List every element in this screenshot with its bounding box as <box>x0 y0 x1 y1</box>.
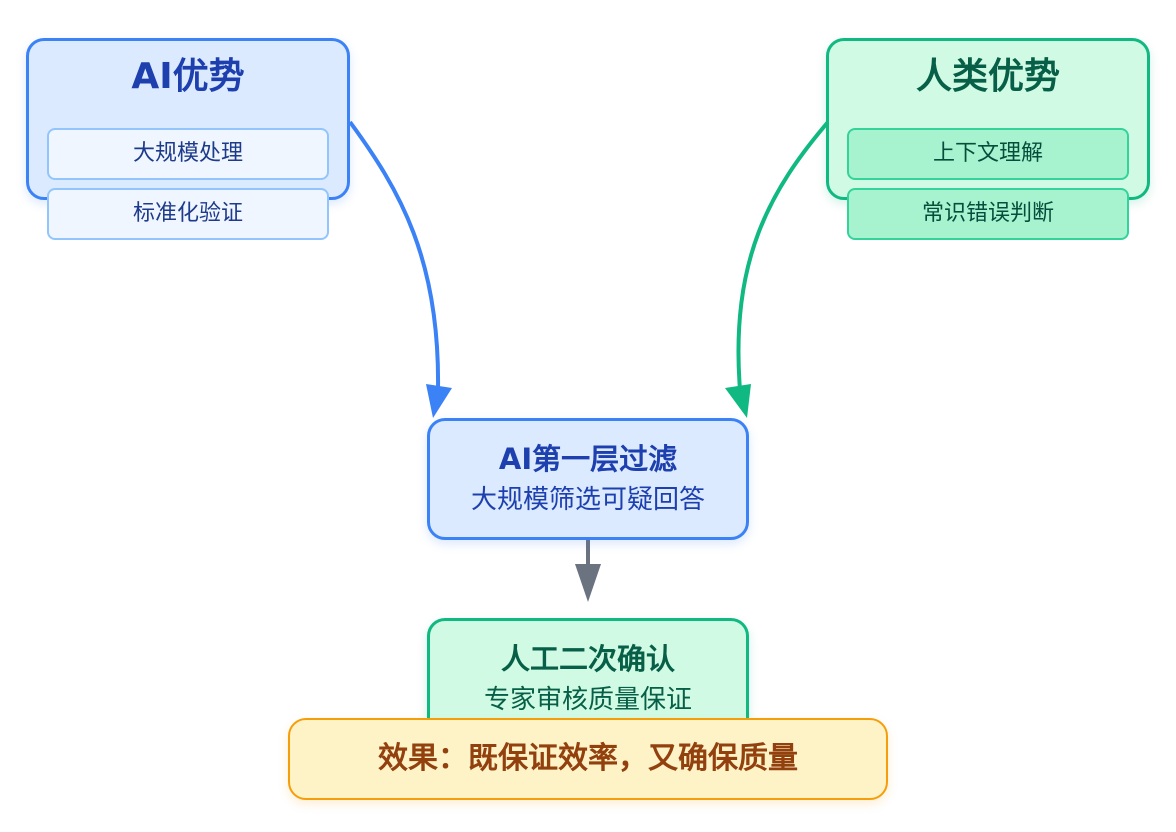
ai-item-large-scale: 大规模处理 <box>47 128 329 180</box>
human-to-filter-arrowhead <box>725 384 751 418</box>
ai-filter-node: AI第一层过滤 大规模筛选可疑回答 <box>427 418 749 540</box>
ai-to-filter-arrow <box>348 120 441 391</box>
human-to-filter-arrow <box>736 120 830 391</box>
result-text: 效果：既保证效率，又确保质量 <box>378 741 798 776</box>
human-item-common-sense: 常识错误判断 <box>847 188 1129 240</box>
ai-to-filter-arrowhead <box>426 384 452 418</box>
human-confirm-title: 人工二次确认 <box>500 642 675 676</box>
human-confirm-subtitle: 专家审核质量保证 <box>483 685 692 715</box>
human-item-context: 上下文理解 <box>847 128 1129 180</box>
result-banner: 效果：既保证效率，又确保质量 <box>288 718 888 800</box>
ai-item-standard-validation: 标准化验证 <box>47 188 329 240</box>
human-advantages-title: 人类优势 <box>915 56 1060 97</box>
filter-to-confirm-arrowhead <box>575 564 601 602</box>
ai-advantages-title: AI优势 <box>131 56 245 97</box>
ai-filter-subtitle: 大规模筛选可疑回答 <box>470 485 705 515</box>
ai-filter-title: AI第一层过滤 <box>498 442 678 476</box>
